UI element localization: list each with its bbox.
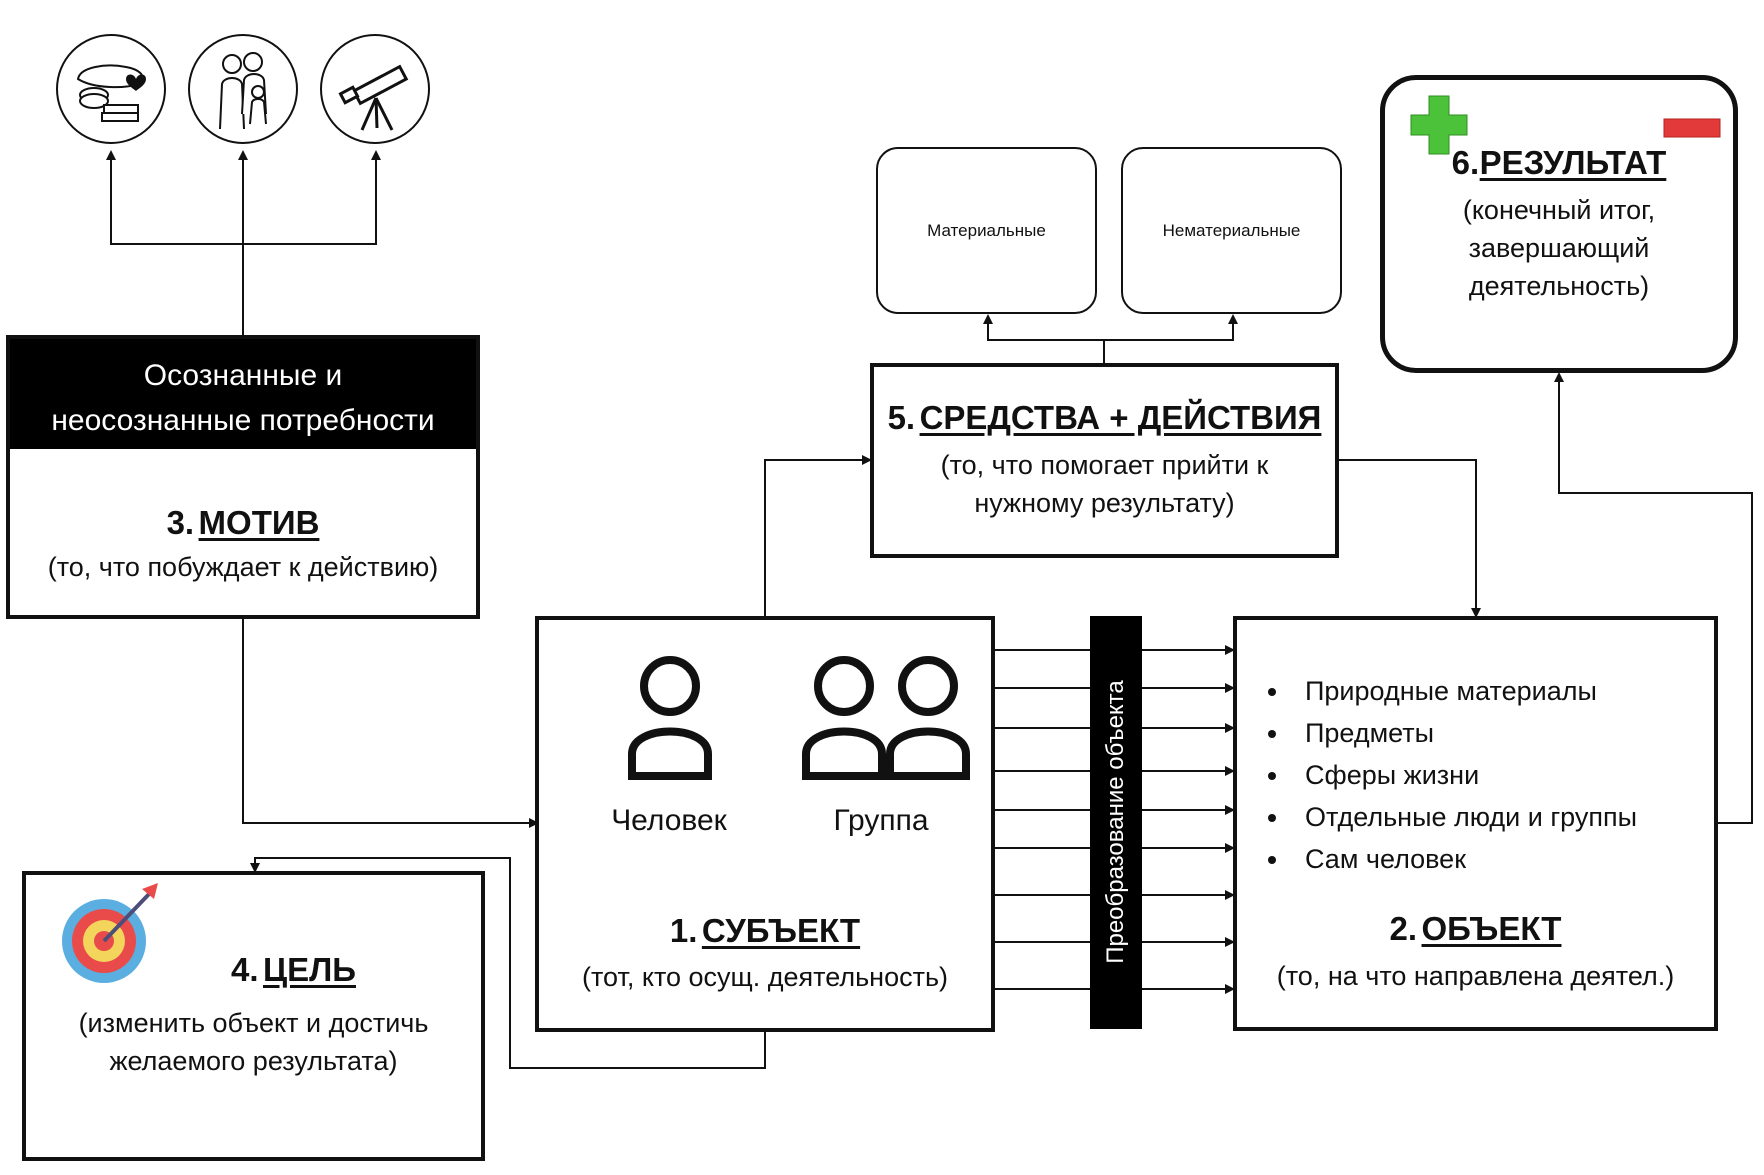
- plus-icon: [1409, 94, 1469, 161]
- means-description: (то, что помогает прийти к нужному резул…: [940, 450, 1269, 518]
- result-box: 6. РЕЗУЛЬТАТ (конечный итог, завершающий…: [1380, 75, 1738, 373]
- list-item: Сам человек: [1291, 838, 1637, 880]
- means-title: СРЕДСТВА + ДЕЙСТВИЯ: [919, 399, 1322, 436]
- subject-number: 1.: [669, 912, 698, 949]
- material-means-box: Материальные: [876, 147, 1097, 314]
- result-title: РЕЗУЛЬТАТ: [1479, 144, 1667, 181]
- subject-title: СУБЪЕКТ: [701, 912, 861, 949]
- list-item: Сферы жизни: [1291, 754, 1637, 796]
- needs-text: Осознанные и неосознанные потребности: [51, 359, 435, 437]
- object-box: Природные материалы Предметы Сферы жизни…: [1233, 616, 1718, 1031]
- means-number: 5.: [887, 399, 916, 436]
- material-means-label: Материальные: [927, 221, 1046, 240]
- immaterial-means-box: Нематериальные: [1121, 147, 1342, 314]
- target-icon: [62, 879, 162, 994]
- family-icon: [188, 34, 298, 144]
- subject-description: (тот, кто осущ. деятельность): [581, 962, 949, 992]
- result-number: 6.: [1451, 144, 1480, 181]
- needs-band: Осознанные и неосознанные потребности: [10, 339, 476, 449]
- immaterial-means-label: Нематериальные: [1162, 221, 1301, 240]
- list-item: Отдельные люди и группы: [1291, 796, 1637, 838]
- person-label: Человек: [611, 804, 727, 837]
- group-icon: [801, 654, 971, 789]
- transformation-label: Преобразование объекта: [1102, 680, 1129, 964]
- result-description: (конечный итог, завершающий деятельность…: [1462, 195, 1656, 301]
- object-number: 2.: [1389, 910, 1418, 947]
- goal-title: ЦЕЛЬ: [262, 951, 356, 988]
- goal-box: 4. ЦЕЛЬ (изменить объект и достичь желае…: [22, 871, 485, 1161]
- transformation-band: Преобразование объекта: [1090, 616, 1142, 1029]
- motive-box: Осознанные и неосознанные потребности 3.…: [6, 335, 480, 619]
- motive-number: 3.: [166, 504, 195, 541]
- motive-title: МОТИВ: [198, 504, 320, 541]
- subject-box: Человек Группа 1. СУБЪЕКТ (тот, кто осущ…: [535, 616, 995, 1032]
- goal-number: 4.: [231, 951, 259, 988]
- motive-description: (то, что побуждает к действию): [47, 552, 439, 582]
- food-books-icon: [56, 34, 166, 144]
- object-list: Природные материалы Предметы Сферы жизни…: [1257, 670, 1637, 880]
- object-description: (то, на что направлена деятел.): [1276, 961, 1675, 991]
- group-label: Группа: [833, 804, 929, 837]
- list-item: Природные материалы: [1291, 670, 1637, 712]
- means-box: 5. СРЕДСТВА + ДЕЙСТВИЯ (то, что помогает…: [870, 363, 1339, 558]
- object-title: ОБЪЕКТ: [1421, 910, 1562, 947]
- telescope-icon: [320, 34, 430, 144]
- goal-description: (изменить объект и достичь желаемого рез…: [78, 1008, 429, 1076]
- minus-icon: [1663, 118, 1721, 143]
- list-item: Предметы: [1291, 712, 1637, 754]
- person-icon: [627, 654, 713, 789]
